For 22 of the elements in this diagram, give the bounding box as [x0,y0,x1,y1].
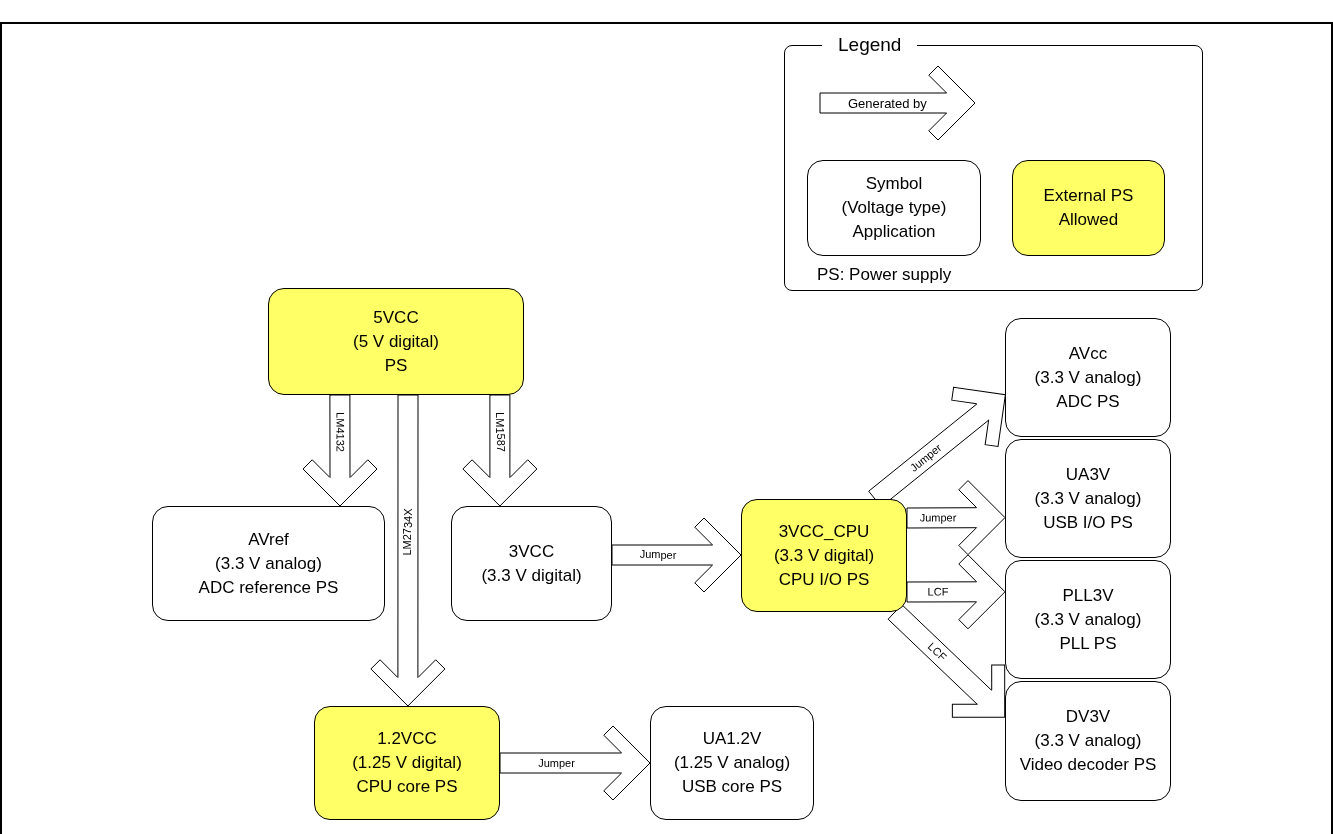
edge-label: LM4132 [334,412,346,452]
supply-box: 5VCC (5 V digital) PS [268,288,524,395]
supply-box: DV3V (3.3 V analog) Video decoder PS [1005,681,1171,801]
edge-label: LM2734X [402,508,414,556]
edge-label: LM1587 [494,412,506,452]
edge-label: Jumper [919,512,956,524]
supply-box: AVref (3.3 V analog) ADC reference PS [152,506,385,621]
legend-label: Generated by [848,97,927,110]
legend-swatch: External PS Allowed [1012,160,1165,256]
supply-box: 1.2VCC (1.25 V digital) CPU core PS [314,706,500,820]
legend-note: PS: Power supply [817,264,952,286]
edge-label: LCF [927,586,948,598]
legend-symbol-box: Symbol (Voltage type) Application [807,160,981,256]
edge-label: LCF [925,640,948,663]
supply-box: UA3V (3.3 V analog) USB I/O PS [1005,439,1171,558]
supply-box: 3VCC_CPU (3.3 V digital) CPU I/O PS [741,499,907,612]
supply-box: PLL3V (3.3 V analog) PLL PS [1005,560,1171,679]
edge-label: Jumper [538,757,575,769]
supply-box: UA1.2V (1.25 V analog) USB core PS [650,706,814,820]
supply-box: AVcc (3.3 V analog) ADC PS [1005,318,1171,437]
edge-label: Jumper [639,549,677,561]
supply-box: 3VCC (3.3 V digital) [451,506,612,621]
